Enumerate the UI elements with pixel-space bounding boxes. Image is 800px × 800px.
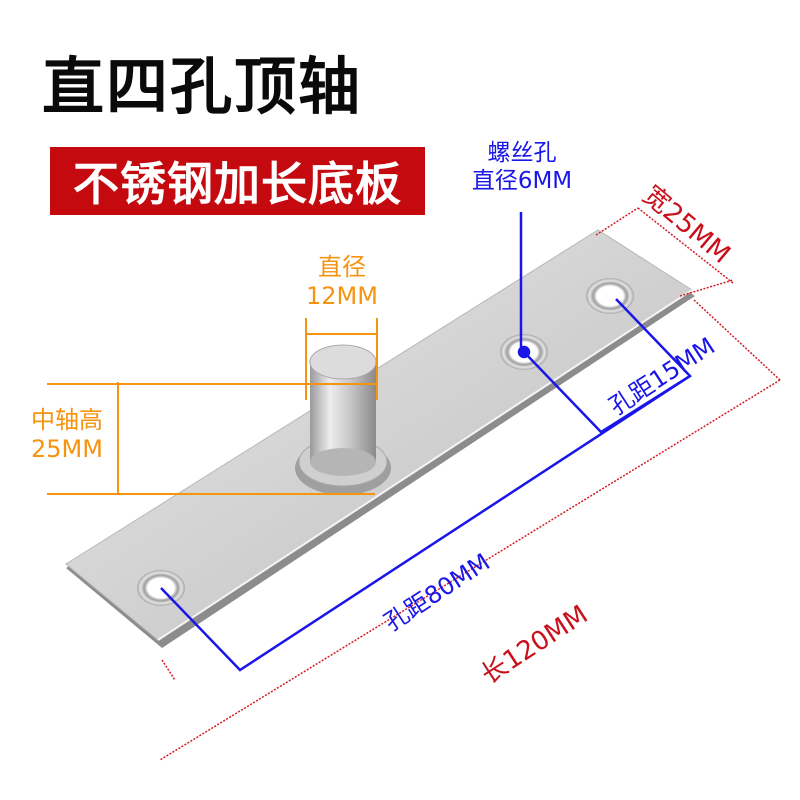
red-dimension-lines (159, 207, 781, 761)
blue-dimension-lines (160, 212, 692, 672)
shaft-height-line2: 25MM (31, 434, 103, 463)
screw-hole-line2: 直径6MM (471, 167, 573, 194)
shaft-diameter-line2: 12MM (306, 281, 378, 310)
screw-hole-label: 螺丝孔 直径6MM (462, 140, 582, 195)
product-title: 直四孔顶轴 (42, 50, 363, 123)
shaft-diameter-line1: 直径 (318, 253, 366, 281)
material-banner: 不锈钢加长底板 (50, 147, 425, 215)
shaft-diameter-label: 直径 12MM (300, 253, 384, 311)
pivot-shaft (295, 344, 391, 495)
shaft-height-label: 中轴高 25MM (22, 406, 112, 464)
shaft-height-line1: 中轴高 (31, 406, 103, 434)
orange-dimension-lines (47, 318, 378, 495)
screw-hole-line1: 螺丝孔 (487, 140, 557, 166)
